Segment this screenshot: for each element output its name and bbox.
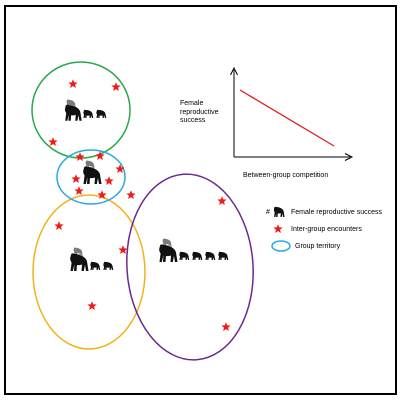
- red-star-icon: [126, 190, 136, 199]
- red-star-icon: [71, 174, 81, 183]
- primate-silhouette-icon: [96, 109, 107, 118]
- red-star-icon: [104, 176, 114, 185]
- red-star-icon: [115, 164, 125, 173]
- negative-trend-line: [239, 89, 335, 147]
- primate-silhouette-icon: [192, 251, 203, 260]
- purple-group-territory: [126, 173, 254, 361]
- graph-x-axis-label: Between-group competition: [243, 172, 329, 179]
- primate-silhouette-icon: [103, 261, 114, 270]
- x-axis-arrowhead: [344, 153, 354, 161]
- green-group-territory: [31, 61, 131, 159]
- primate-silhouette-icon: [179, 251, 190, 260]
- graph-y-axis-label: Female reproductive success: [180, 100, 219, 124]
- legend-territory-label: Group territory: [295, 243, 341, 250]
- green-group-animals: [64, 99, 107, 121]
- primate-silhouette-icon: [205, 251, 216, 260]
- red-star-icon: [75, 152, 85, 161]
- yellow-group-animals: [70, 247, 114, 271]
- purple-group-animals: [159, 238, 229, 262]
- red-star-icon: [111, 82, 121, 91]
- red-star-icon: [118, 245, 128, 254]
- red-star-icon: [87, 301, 97, 310]
- red-star-icon: [48, 137, 58, 146]
- primate-silhouette-icon: [273, 206, 285, 217]
- blue-group-territory: [56, 149, 126, 205]
- primate-silhouette-icon: [90, 261, 101, 270]
- red-star-icon: [217, 196, 227, 205]
- blue-group-animals: [83, 160, 102, 184]
- y-axis-arrowhead: [230, 66, 238, 76]
- red-star-icon: [68, 79, 78, 88]
- red-star-icon: [273, 224, 283, 233]
- legend-symbols: [271, 206, 291, 252]
- legend-female-success-label: Female reproductive success: [291, 209, 383, 216]
- primate-silhouette-icon: [218, 251, 229, 260]
- yellow-group-territory: [32, 194, 146, 350]
- primate-silhouette-icon: [83, 109, 94, 118]
- red-star-icon: [74, 186, 84, 195]
- group-territory-legend-icon: [271, 240, 291, 252]
- red-star-icon: [221, 322, 231, 331]
- legend-hash-symbol: #: [266, 209, 270, 216]
- legend-encounters-label: Inter-group encounters: [291, 226, 362, 233]
- red-star-icon: [54, 221, 64, 230]
- trend-graph: [230, 66, 354, 161]
